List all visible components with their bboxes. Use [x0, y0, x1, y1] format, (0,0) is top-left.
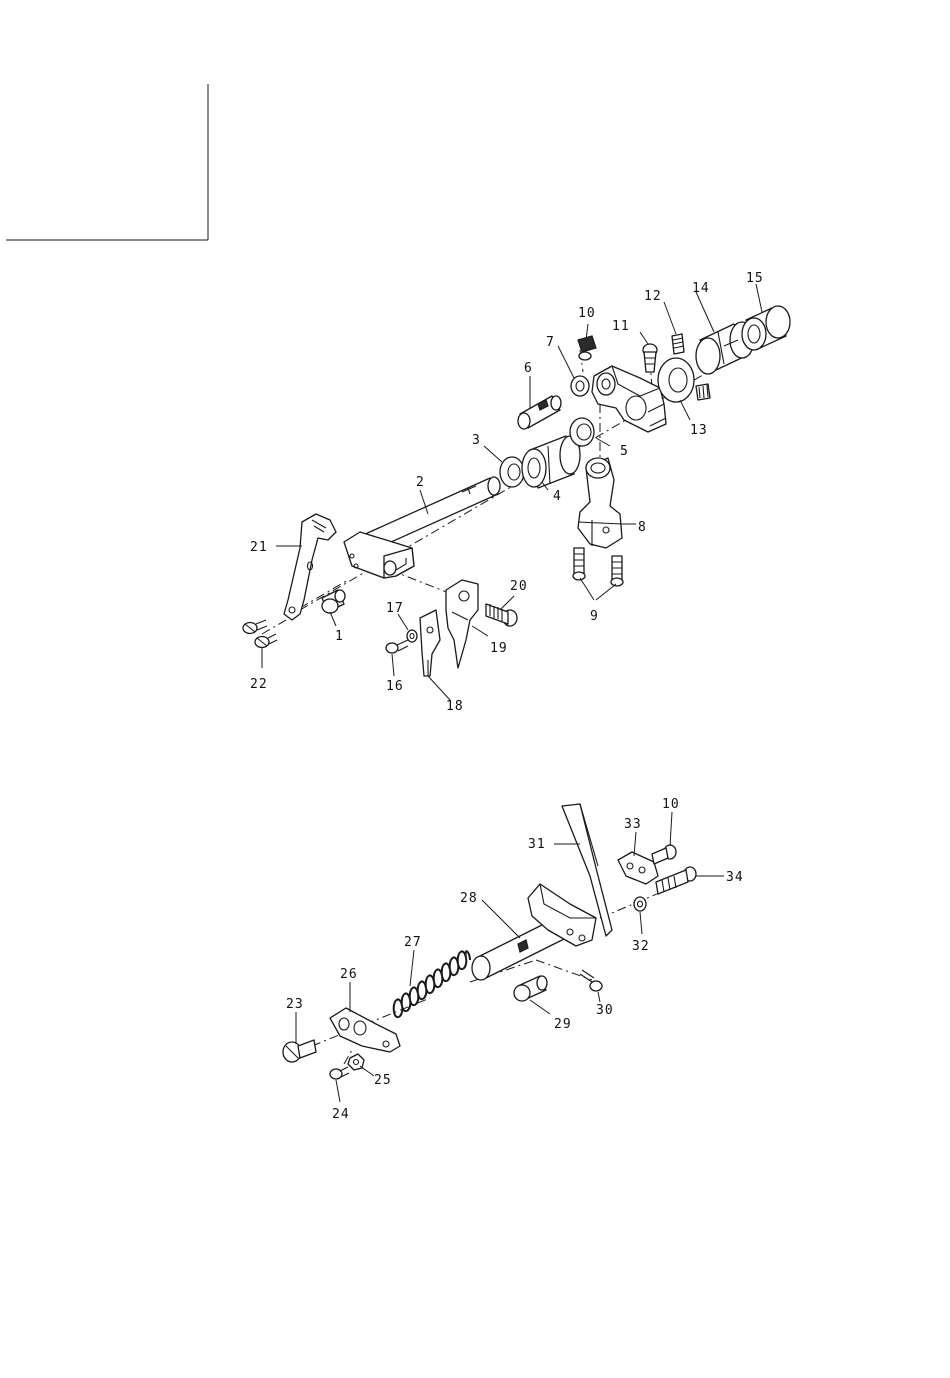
part-9-screws	[573, 548, 623, 586]
label-33: 33	[624, 817, 642, 832]
part-4-bushing	[522, 436, 580, 488]
part-28-shaft	[472, 884, 596, 980]
part-17-washer	[407, 630, 417, 642]
label-10-lower: 10	[662, 797, 680, 812]
part-6-pin	[518, 396, 561, 429]
label-22: 22	[250, 677, 268, 692]
label-31: 31	[528, 837, 546, 852]
label-1: 1	[335, 629, 344, 644]
part-16-screw	[386, 640, 408, 653]
label-19: 19	[490, 641, 508, 656]
label-23: 23	[286, 997, 304, 1012]
label-17: 17	[386, 601, 404, 616]
label-2: 2	[416, 475, 425, 490]
part-22-screws	[243, 620, 277, 648]
label-28: 28	[460, 891, 478, 906]
part-10-lower-screw	[652, 845, 676, 864]
label-4: 4	[553, 489, 562, 504]
label-13: 13	[690, 423, 708, 438]
part-2-shaft	[344, 477, 500, 578]
label-16: 16	[386, 679, 404, 694]
part-24-screw	[330, 1067, 349, 1079]
label-15: 15	[746, 271, 764, 286]
label-3: 3	[472, 433, 481, 448]
part-12-grub-screw	[672, 334, 684, 354]
label-8: 8	[638, 520, 647, 535]
part-23-screw	[283, 1040, 316, 1062]
part-8-arm	[578, 458, 622, 548]
part-3-washer	[500, 457, 524, 487]
label-10-upper: 10	[578, 306, 596, 321]
label-34: 34	[726, 870, 744, 885]
label-18: 18	[446, 699, 464, 714]
label-7: 7	[546, 335, 555, 350]
part-34-screw	[656, 867, 696, 894]
label-29: 29	[554, 1017, 572, 1032]
part-18-blade	[420, 610, 440, 676]
part-7-ring	[571, 376, 589, 396]
part-1-collar	[322, 590, 345, 613]
part-15-bushing	[742, 306, 790, 350]
label-20: 20	[510, 579, 528, 594]
part-30-screw	[580, 970, 602, 991]
part-19-plate	[446, 580, 478, 668]
upper-labels: 1 2 3 4 5 6 7 8 9 10 11 12 13 14 15 16 1…	[250, 271, 764, 714]
part-32-washer	[634, 897, 646, 911]
label-6: 6	[524, 361, 533, 376]
part-5-ring	[570, 418, 594, 446]
part-27-spring	[394, 951, 470, 1017]
lower-assembly: 10 23 24 25 26 27 28 29 30 31 32 33 34	[283, 797, 744, 1122]
label-9: 9	[590, 609, 599, 624]
label-32: 32	[632, 939, 650, 954]
label-12: 12	[644, 289, 662, 304]
label-5: 5	[620, 444, 629, 459]
label-11: 11	[612, 319, 630, 334]
part-20-screw	[486, 604, 517, 626]
label-25: 25	[374, 1073, 392, 1088]
upper-assembly: 1 2 3 4 5 6 7 8 9 10 11 12 13 14 15 16 1…	[243, 271, 790, 714]
label-27: 27	[404, 935, 422, 950]
label-21: 21	[250, 540, 268, 555]
label-14: 14	[692, 281, 710, 296]
part-29-collar	[514, 976, 547, 1001]
fork-block	[592, 366, 666, 432]
header-box	[6, 84, 208, 240]
part-11-screw	[643, 344, 657, 372]
part-10-screw	[578, 336, 596, 360]
label-26: 26	[340, 967, 358, 982]
label-30: 30	[596, 1003, 614, 1018]
label-24: 24	[332, 1107, 350, 1122]
